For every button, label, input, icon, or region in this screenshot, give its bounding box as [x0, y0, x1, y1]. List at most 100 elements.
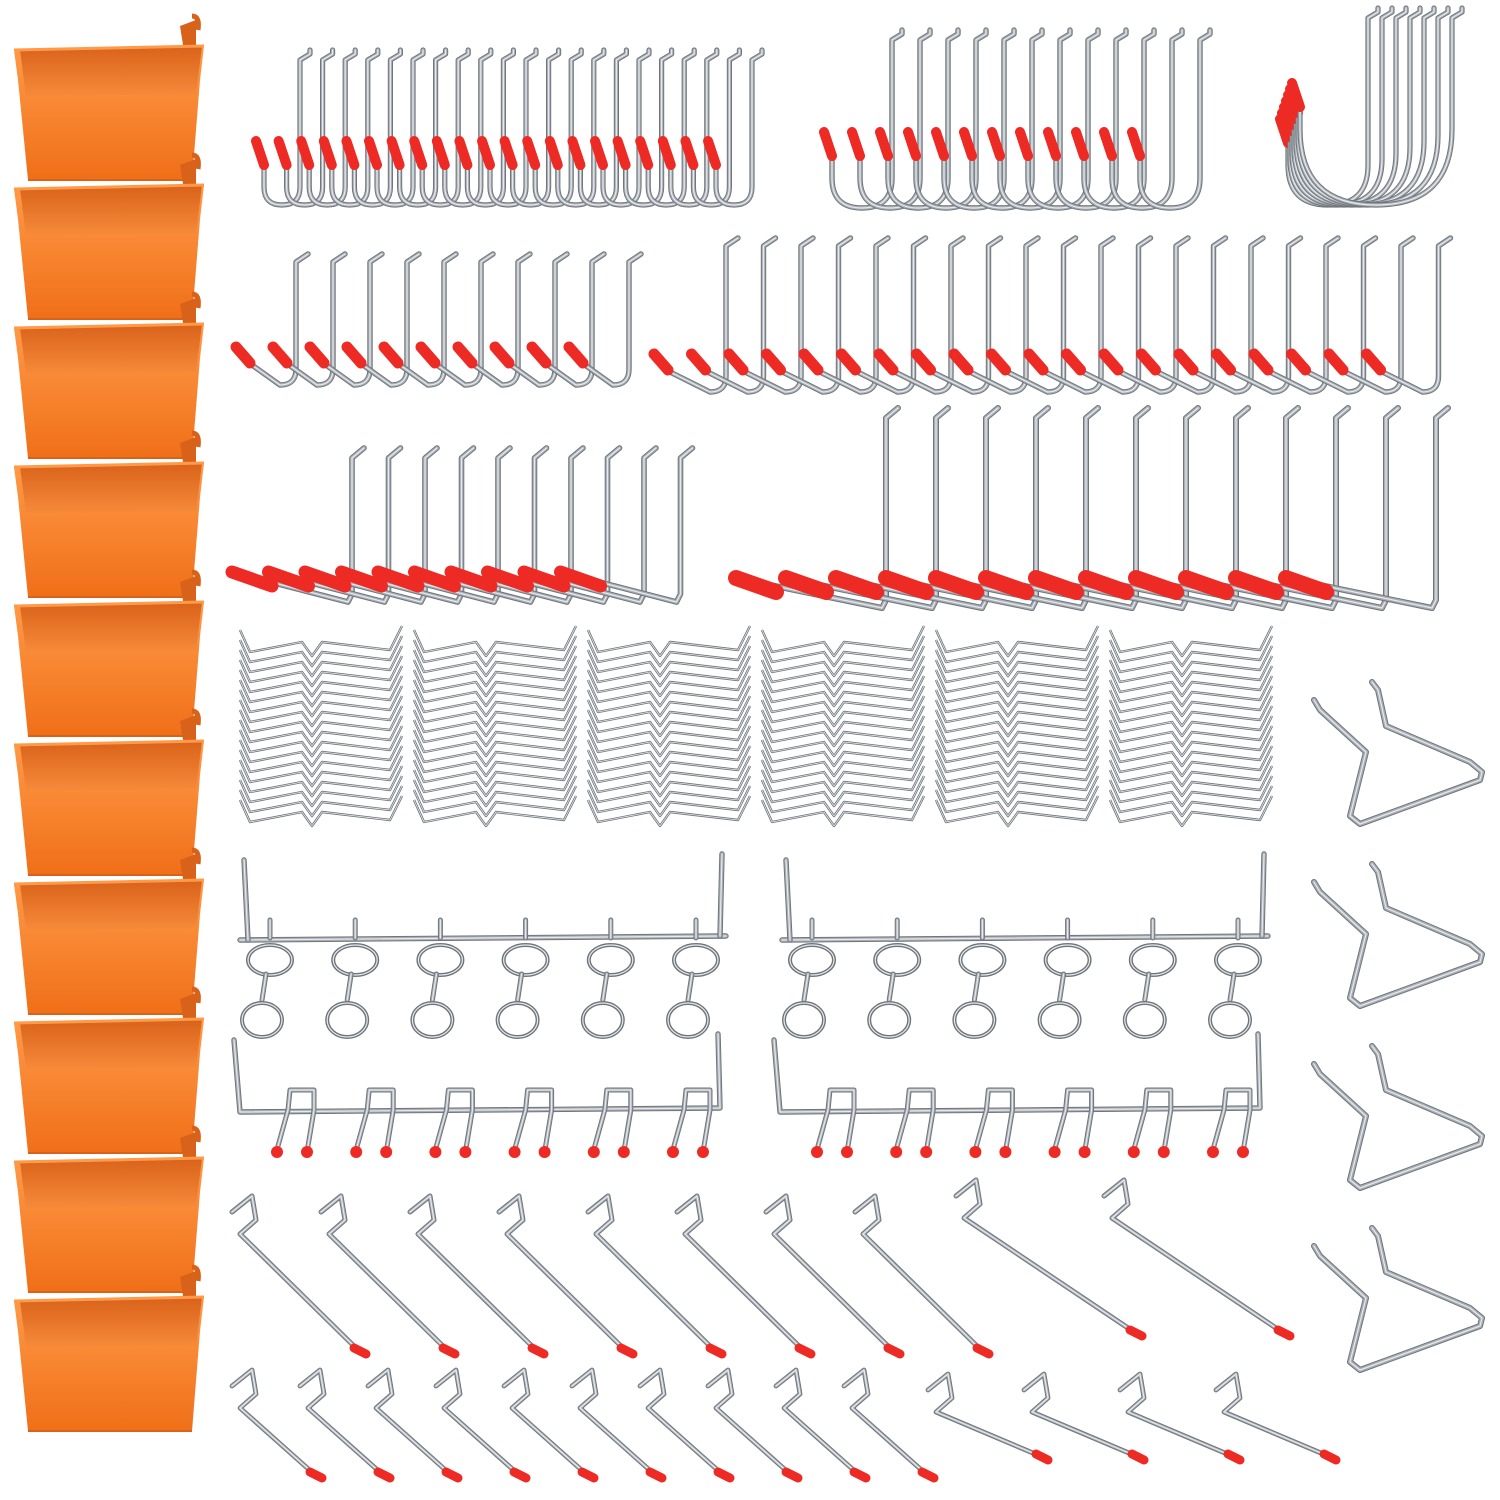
red-tip-cap	[890, 1146, 903, 1158]
red-tip-cap	[590, 136, 608, 170]
prong-pair	[513, 1087, 555, 1149]
j-hook	[819, 27, 905, 211]
red-tip-cap	[452, 341, 478, 369]
l-hook	[878, 405, 1051, 611]
red-tip-cap	[438, 1343, 460, 1359]
ring-stem	[1227, 971, 1237, 1003]
curved-hook	[648, 235, 741, 395]
curved-hook	[1098, 235, 1191, 395]
red-tip-cap	[705, 1343, 727, 1359]
red-tip-cap	[1031, 1449, 1053, 1465]
red-tip-cap	[267, 341, 293, 369]
angled-hook	[297, 1367, 395, 1483]
red-tip-cap	[341, 136, 360, 170]
j-hook	[386, 47, 449, 208]
red-tip-cap	[1015, 127, 1033, 161]
ring-hook-rack	[779, 851, 1271, 1039]
prong-pair	[1053, 1087, 1095, 1149]
red-tip-cap	[271, 1146, 283, 1158]
curved-hook	[986, 235, 1079, 395]
angled-hook	[433, 1367, 531, 1483]
orange-storage-bin	[13, 1264, 205, 1432]
rack-bar	[779, 933, 1271, 943]
red-tip-cap	[948, 348, 974, 376]
red-tip-cap	[645, 1467, 667, 1483]
angled-hook	[1117, 1371, 1245, 1465]
red-tip-cap	[903, 127, 921, 161]
red-tip-cap	[648, 348, 674, 376]
curved-hook	[489, 251, 570, 388]
orange-storage-bin	[13, 569, 205, 737]
rack-bar	[231, 1031, 723, 1115]
angled-hook	[1101, 1177, 1295, 1341]
l-hook	[1228, 405, 1401, 611]
red-tip-cap	[251, 136, 269, 170]
red-tip-cap	[517, 565, 571, 593]
angled-hook	[501, 1367, 599, 1483]
l-hook	[778, 405, 951, 611]
curved-hook	[1211, 235, 1304, 395]
red-tip-cap	[454, 136, 473, 170]
red-tip-cap	[371, 565, 425, 593]
prong-pair	[1132, 1087, 1174, 1149]
orange-storage-bin	[13, 152, 205, 320]
ring-stem	[1142, 971, 1152, 1003]
j-hook	[273, 47, 336, 208]
red-tip-cap	[298, 565, 352, 593]
curved-hook	[1136, 235, 1229, 395]
curved-hook	[1023, 235, 1116, 395]
red-tip-cap	[577, 1467, 599, 1483]
red-tip-cap	[878, 570, 934, 600]
red-tip-cap	[481, 565, 534, 593]
j-hook	[522, 47, 584, 208]
red-tip-cap	[883, 1343, 905, 1359]
prong-pair	[1211, 1087, 1253, 1149]
red-tip-cap	[697, 1146, 709, 1158]
loop-holder	[1311, 861, 1485, 1009]
ring-stem	[259, 971, 269, 1003]
red-tip-cap	[811, 1146, 823, 1158]
rack-bar	[771, 1031, 1263, 1115]
l-hook	[554, 445, 696, 605]
locking-clip-bundle	[238, 625, 404, 828]
red-tip-cap	[761, 348, 786, 376]
red-tip-cap	[441, 1467, 463, 1483]
red-tip-cap	[373, 1467, 395, 1483]
l-hook	[728, 405, 901, 611]
locking-clip-bundles	[238, 625, 1274, 828]
red-tip-cap	[1237, 1146, 1249, 1158]
curved-hook	[1361, 235, 1454, 395]
curved-hook	[836, 235, 929, 395]
red-tip-cap	[713, 1467, 735, 1483]
red-tip-cap	[349, 1343, 371, 1359]
red-tip-cap	[986, 348, 1011, 376]
prong-pair	[973, 1087, 1015, 1149]
angled-hook	[852, 1193, 994, 1359]
red-tip-cap	[477, 136, 495, 170]
red-tip-cap	[1071, 127, 1089, 161]
red-tip-cap	[686, 348, 711, 376]
angled-hook	[229, 1193, 371, 1359]
red-tip-cap	[911, 348, 936, 376]
angled-hook	[763, 1193, 905, 1359]
red-tip-cap	[1207, 1146, 1219, 1158]
j-hook	[680, 47, 742, 208]
prong-pair	[671, 1087, 713, 1149]
curved-hook	[686, 235, 779, 395]
red-tip-cap	[1098, 348, 1124, 376]
l-hook-groups	[225, 405, 1451, 611]
l-hook	[1178, 405, 1351, 611]
locking-clip-bundle	[760, 625, 926, 828]
orange-storage-bin	[13, 847, 205, 1015]
red-tip-cap	[1128, 570, 1184, 600]
curved-hook	[798, 235, 891, 395]
red-tip-cap	[522, 136, 541, 170]
red-tip-cap	[304, 341, 330, 369]
ring-hook-rack	[237, 851, 729, 1039]
red-tip-cap	[667, 1146, 679, 1158]
curved-hook	[415, 251, 496, 388]
j-hook	[612, 47, 675, 208]
red-tip-cap	[616, 1343, 638, 1359]
red-tip-cap	[828, 570, 884, 600]
double-prong-racks	[231, 1031, 1263, 1158]
